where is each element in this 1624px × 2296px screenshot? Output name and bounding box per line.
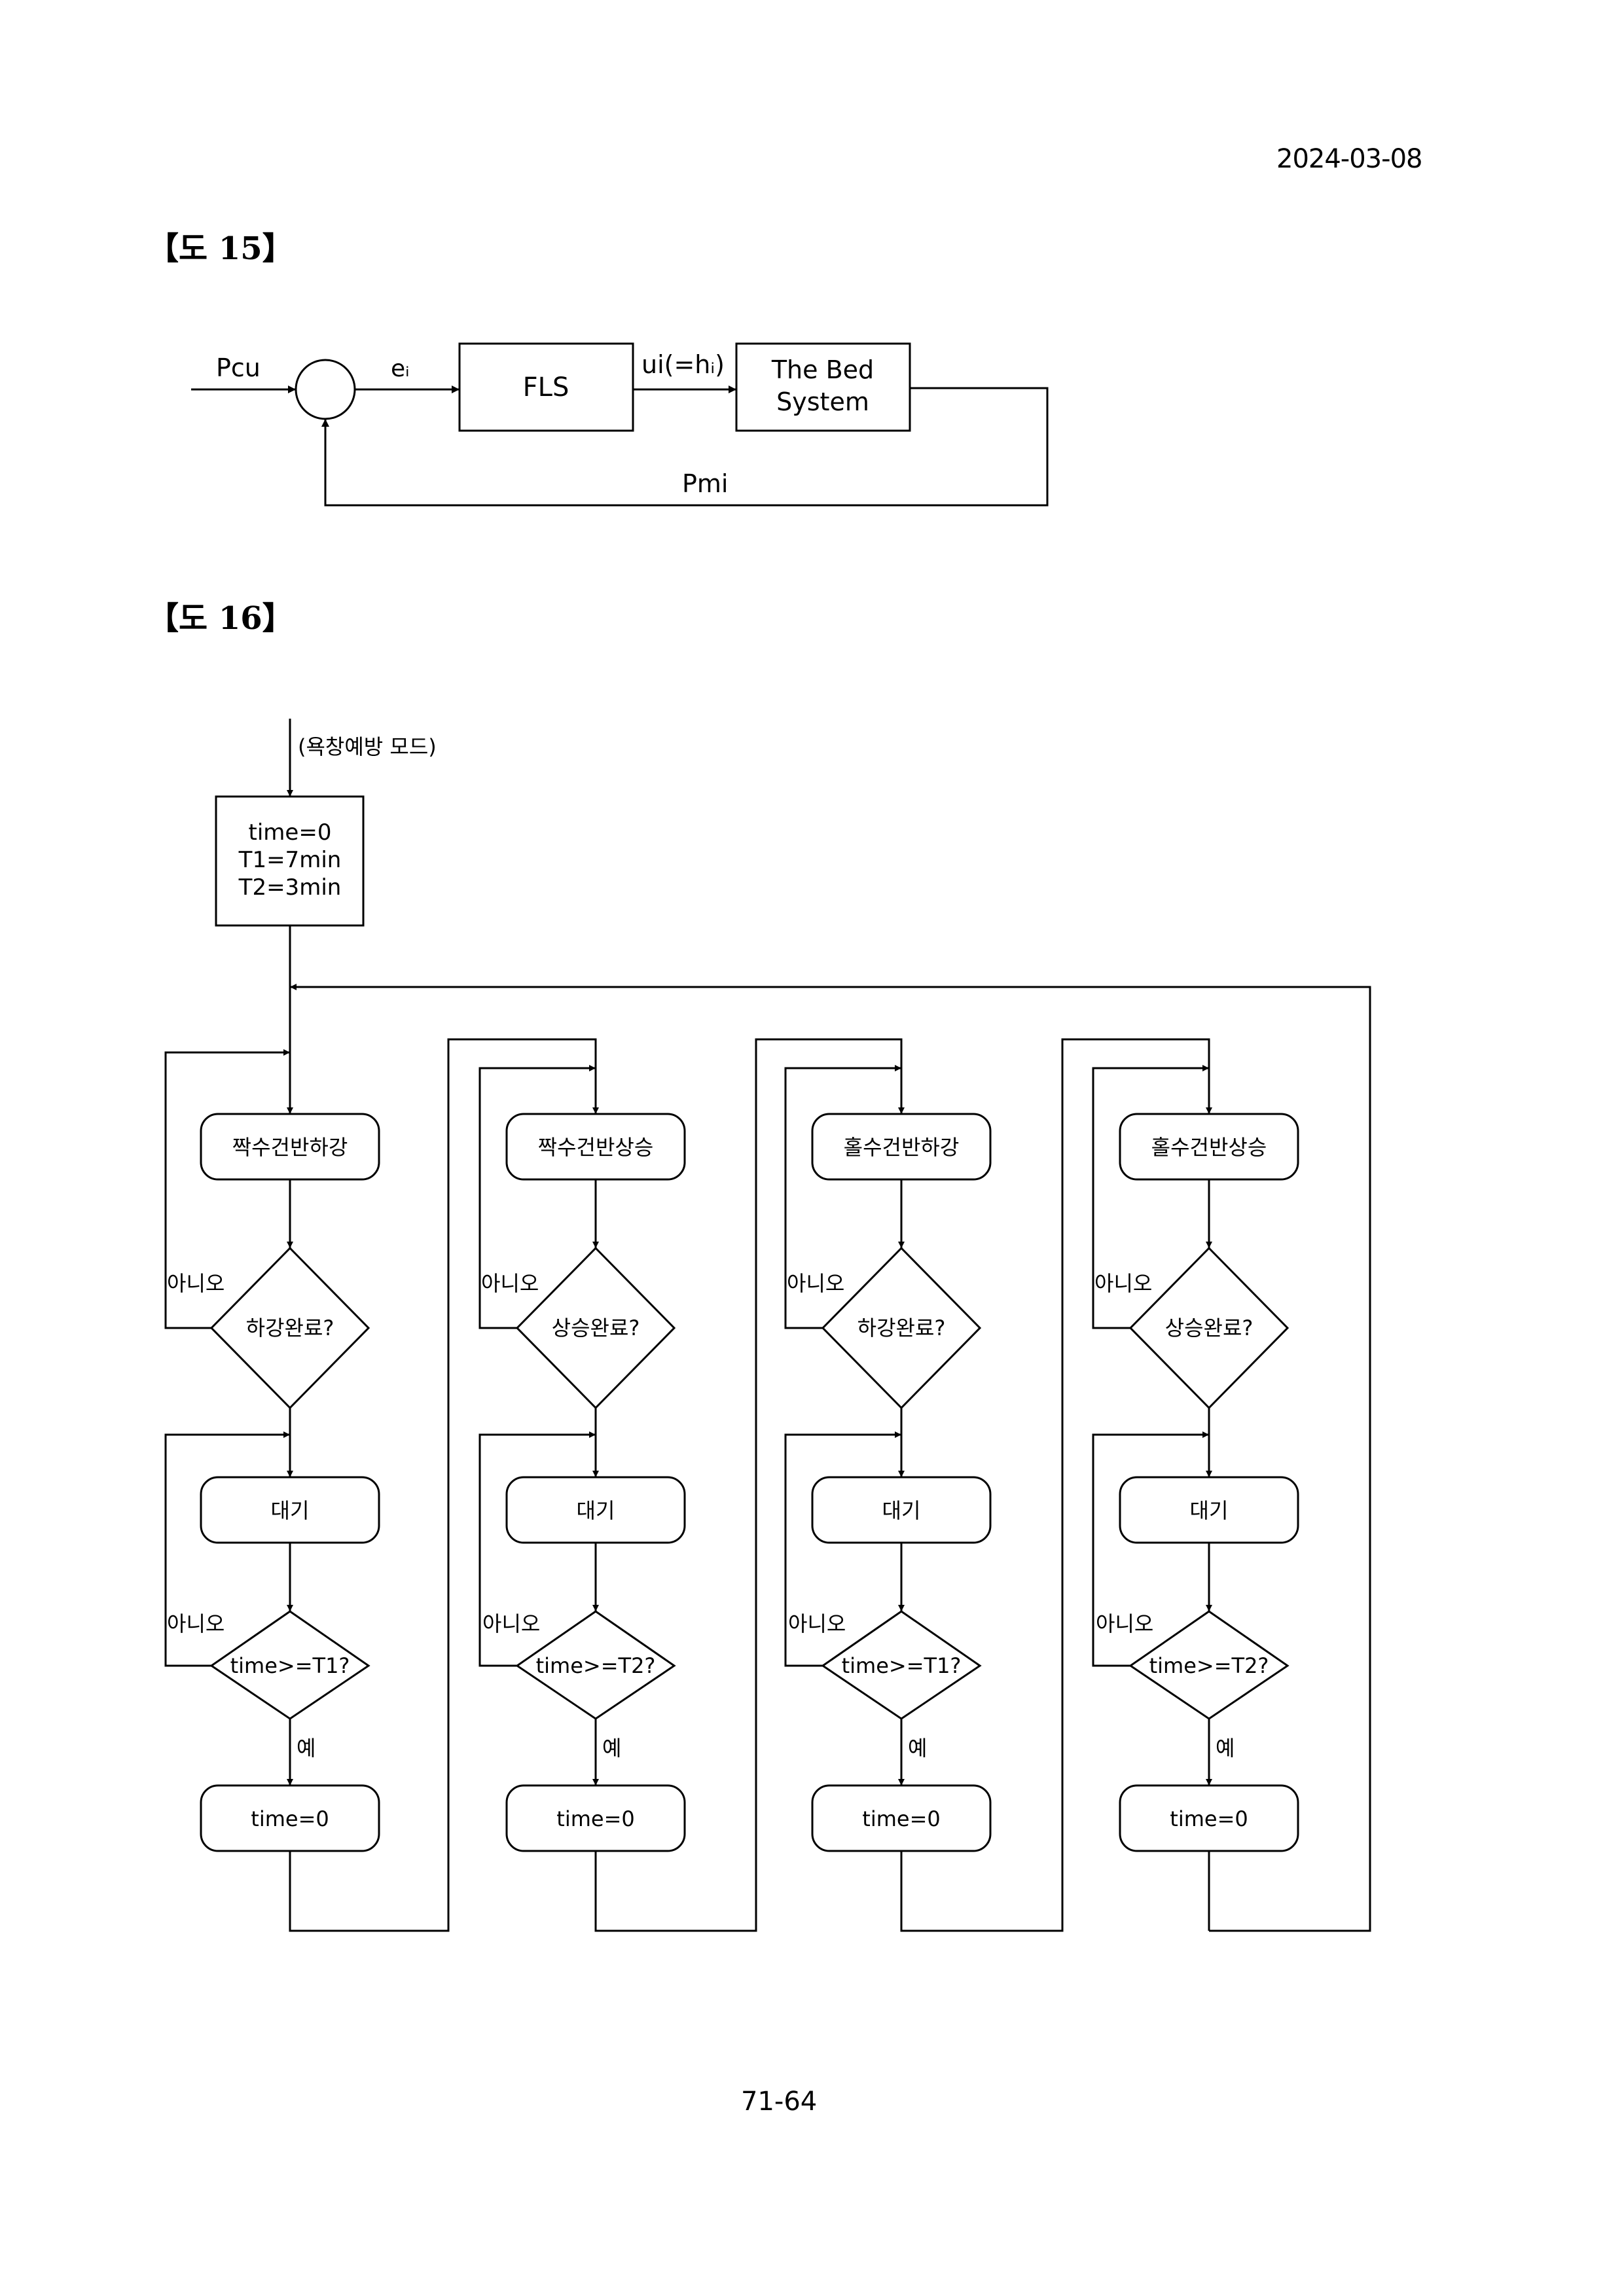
- wait-label: 대기: [271, 1498, 310, 1523]
- no-loop-time: [478, 1431, 596, 1667]
- fls-label: FLS: [523, 372, 569, 403]
- yes-label: 예: [602, 1736, 621, 1761]
- init-box: [215, 795, 365, 927]
- page-number: 71-64: [741, 2087, 818, 2117]
- connector-1-2: [289, 1038, 599, 1932]
- init-line-t1: T1=7min: [238, 847, 342, 873]
- init-line-t2: T2=3min: [238, 874, 342, 901]
- summing-junction: [295, 359, 356, 420]
- bed-system-label-line1: The Bed: [771, 355, 874, 384]
- time-check-label: time>=T1?: [230, 1653, 350, 1678]
- no-label-time: 아니오: [788, 1611, 846, 1636]
- reset-label: time=0: [556, 1806, 634, 1831]
- no-loop-time: [164, 1431, 290, 1667]
- no-label-completion: 아니오: [787, 1271, 844, 1296]
- reset-box: [200, 1784, 380, 1852]
- reset-box: [811, 1784, 992, 1852]
- wait-label: 대기: [882, 1498, 921, 1523]
- no-label-completion: 아니오: [1094, 1271, 1152, 1296]
- completion-label: 하강완료?: [857, 1316, 946, 1340]
- figure-15-label: 【도 15】: [147, 230, 294, 267]
- no-label-time: 아니오: [482, 1611, 540, 1636]
- connector-2-3: [594, 1038, 905, 1932]
- no-label-completion: 아니오: [481, 1271, 539, 1296]
- fls-block: [458, 342, 634, 432]
- reset-label: time=0: [1170, 1806, 1248, 1831]
- time-check-label: time>=T2?: [1149, 1653, 1269, 1678]
- feedback-label: Pmi: [682, 469, 729, 498]
- block-diagram: Pcu eᵢ FLS ui(=hᵢ) The Bed System Pmi: [191, 342, 1049, 507]
- action-label: 홀수건반상승: [1151, 1135, 1267, 1160]
- action-label: 짝수건반하강: [232, 1135, 348, 1160]
- reset-label: time=0: [251, 1806, 329, 1831]
- reset-box: [505, 1784, 686, 1852]
- yes-label: 예: [297, 1736, 316, 1761]
- no-loop-time: [1092, 1431, 1209, 1667]
- column-2: 짝수건반상승 상승완료? 아니오 대기 time>=T2? 아니오 예 time…: [478, 1065, 686, 1852]
- feedback-path: [321, 387, 1049, 507]
- no-loop-completion: [784, 1065, 901, 1329]
- init-line-time: time=0: [249, 819, 332, 846]
- no-loop-time: [784, 1431, 901, 1667]
- no-loop-completion: [478, 1065, 596, 1329]
- column-1: 짝수건반하강 하강완료? 아니오 대기 time>=T1? 아니오 예 time…: [164, 1049, 380, 1852]
- no-loop-completion: [164, 1049, 290, 1329]
- time-check-label: time>=T2?: [536, 1653, 656, 1678]
- reset-box: [1119, 1784, 1299, 1852]
- connector-3-4: [900, 1038, 1212, 1932]
- figure-16-label: 【도 16】: [147, 600, 294, 637]
- action-label: 짝수건반상승: [538, 1135, 654, 1160]
- input-label: Pcu: [216, 353, 261, 382]
- bed-system-label-line2: System: [776, 387, 869, 416]
- control-signal-label: ui(=hᵢ): [641, 350, 725, 379]
- yes-label: 예: [1216, 1736, 1235, 1761]
- action-label: 홀수건반하강: [844, 1135, 960, 1160]
- column-4: 홀수건반상승 상승완료? 아니오 대기 time>=T2? 아니오 예 time…: [1092, 1065, 1299, 1852]
- completion-label: 상승완료?: [1165, 1316, 1254, 1340]
- time-check-label: time>=T1?: [842, 1653, 962, 1678]
- wait-label: 대기: [577, 1498, 615, 1523]
- mode-label: (욕창예방 모드): [298, 734, 437, 759]
- completion-label: 하강완료?: [246, 1316, 334, 1340]
- reset-label: time=0: [862, 1806, 940, 1831]
- wait-label: 대기: [1190, 1498, 1229, 1523]
- no-label-time: 아니오: [167, 1611, 225, 1636]
- return-loop: [290, 984, 1371, 1932]
- completion-label: 상승완료?: [552, 1316, 640, 1340]
- document-date: 2024-03-08: [1276, 144, 1422, 174]
- no-label-time: 아니오: [1096, 1611, 1153, 1636]
- error-label: eᵢ: [391, 355, 410, 382]
- flowchart: (욕창예방 모드) time=0 T1=7min T2=3min 짝수건반하강 …: [164, 719, 1371, 1932]
- yes-label: 예: [908, 1736, 927, 1761]
- no-loop-completion: [1092, 1065, 1209, 1329]
- no-label-completion: 아니오: [167, 1271, 225, 1296]
- column-3: 홀수건반하강 하강완료? 아니오 대기 time>=T1? 아니오 예 time…: [784, 1065, 992, 1852]
